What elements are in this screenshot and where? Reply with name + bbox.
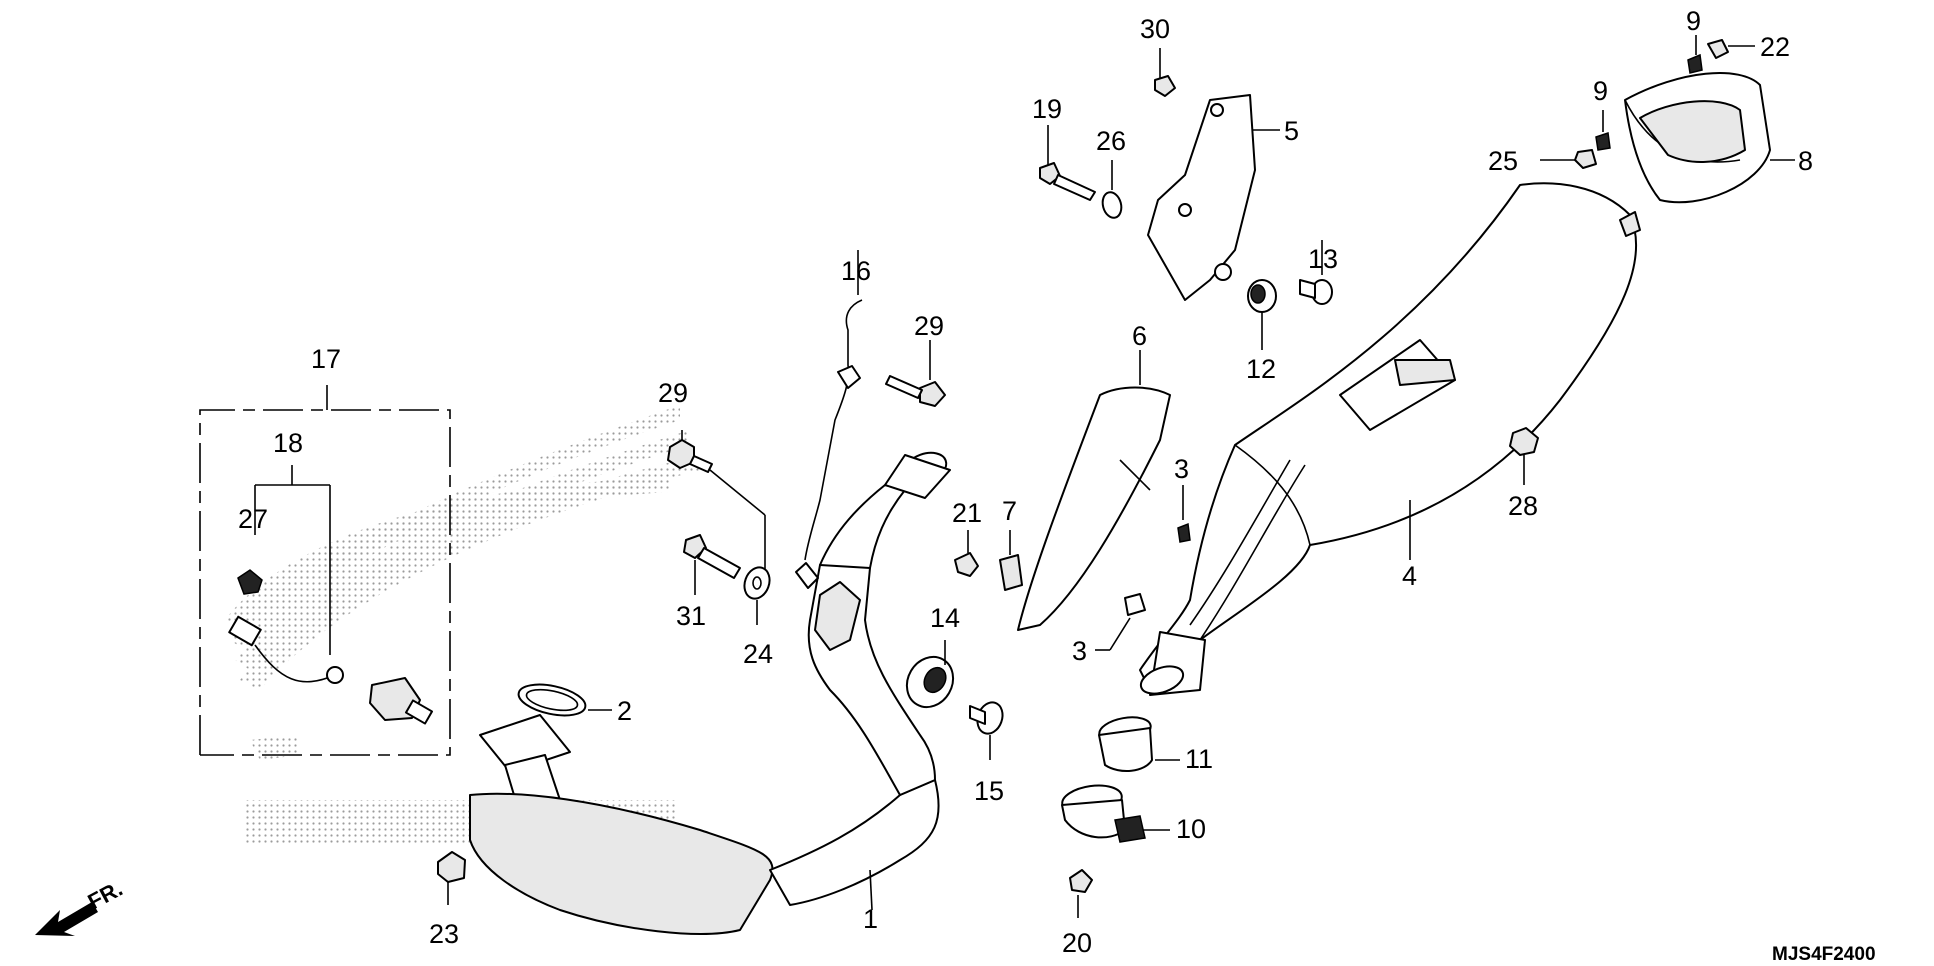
callout-2: 2	[617, 696, 632, 726]
washer-26	[1101, 160, 1123, 219]
clamp-10	[1061, 784, 1170, 843]
diagram-code: MJS4F2400	[1772, 944, 1876, 965]
callout-7: 7	[1002, 496, 1017, 526]
callout-25: 25	[1488, 146, 1518, 176]
muffler-4	[1139, 182, 1641, 696]
front-direction-arrow: FR.	[35, 876, 127, 936]
callout-29-right: 29	[914, 311, 944, 341]
gasket-2	[517, 683, 612, 717]
callout-18: 18	[273, 428, 303, 458]
bolt-21	[954, 530, 979, 577]
spring-7	[999, 530, 1023, 591]
callout-9-top: 9	[1686, 6, 1701, 36]
callout-11: 11	[1185, 744, 1213, 774]
bolt-20	[1069, 869, 1093, 918]
callout-labels: 1 2 3 3 4 5 6 7 8 9 9 10 11 12 13 14 15 …	[238, 6, 1813, 958]
clip-3-upper	[1177, 485, 1191, 543]
heat-protector-6	[1017, 350, 1171, 631]
bolt-31	[683, 534, 741, 595]
callout-30: 30	[1140, 14, 1170, 44]
nut-23	[437, 851, 466, 905]
screw-9-top	[1687, 35, 1703, 74]
collar-13	[1299, 240, 1333, 305]
nut-25	[1540, 149, 1597, 169]
assembly-bracket-17	[199, 385, 451, 756]
callout-17: 17	[311, 344, 341, 374]
exhaust-pipe-1	[469, 451, 951, 935]
callout-23: 23	[429, 919, 459, 949]
callout-5: 5	[1284, 116, 1299, 146]
callout-28: 28	[1508, 491, 1538, 521]
callout-16: 16	[841, 256, 871, 286]
band-11	[1098, 716, 1180, 772]
bolt-19	[1039, 125, 1096, 201]
callout-9-mid: 9	[1593, 76, 1608, 106]
callout-31: 31	[676, 601, 706, 631]
callout-29-left: 29	[658, 378, 688, 408]
oxygen-sensor	[228, 569, 434, 725]
clip-3-lower	[1095, 593, 1146, 651]
callout-24: 24	[743, 639, 773, 669]
nut-28	[1509, 427, 1539, 485]
bolt-29-right	[885, 340, 946, 407]
screw-9-mid	[1595, 110, 1611, 151]
callout-12: 12	[1246, 354, 1276, 384]
callout-3-lower: 3	[1072, 636, 1087, 666]
muffler-cover-8	[1624, 72, 1795, 204]
callout-8: 8	[1798, 146, 1813, 176]
callout-19: 19	[1032, 94, 1062, 124]
sensor-wire-16	[795, 250, 863, 651]
callout-1: 1	[863, 904, 878, 934]
callout-6: 6	[1132, 321, 1147, 351]
callout-26: 26	[1096, 126, 1126, 156]
callout-10: 10	[1176, 814, 1206, 844]
screw-22	[1707, 39, 1755, 59]
collar-15	[969, 701, 1004, 760]
callout-22: 22	[1760, 32, 1790, 62]
rubber-12	[1247, 279, 1277, 350]
callout-20: 20	[1062, 928, 1092, 958]
rubber-14	[905, 640, 955, 709]
bolt-30	[1154, 48, 1176, 97]
callout-13: 13	[1308, 244, 1338, 274]
callout-21: 21	[952, 498, 982, 528]
callout-14: 14	[930, 603, 960, 633]
watermark-logo	[225, 405, 700, 845]
washer-24	[743, 566, 771, 625]
callout-4: 4	[1402, 561, 1417, 591]
stay-5	[1147, 94, 1280, 301]
callout-3-upper: 3	[1174, 454, 1189, 484]
callout-27: 27	[238, 504, 268, 534]
bolt-29-left	[667, 430, 766, 570]
callout-15: 15	[974, 776, 1004, 806]
